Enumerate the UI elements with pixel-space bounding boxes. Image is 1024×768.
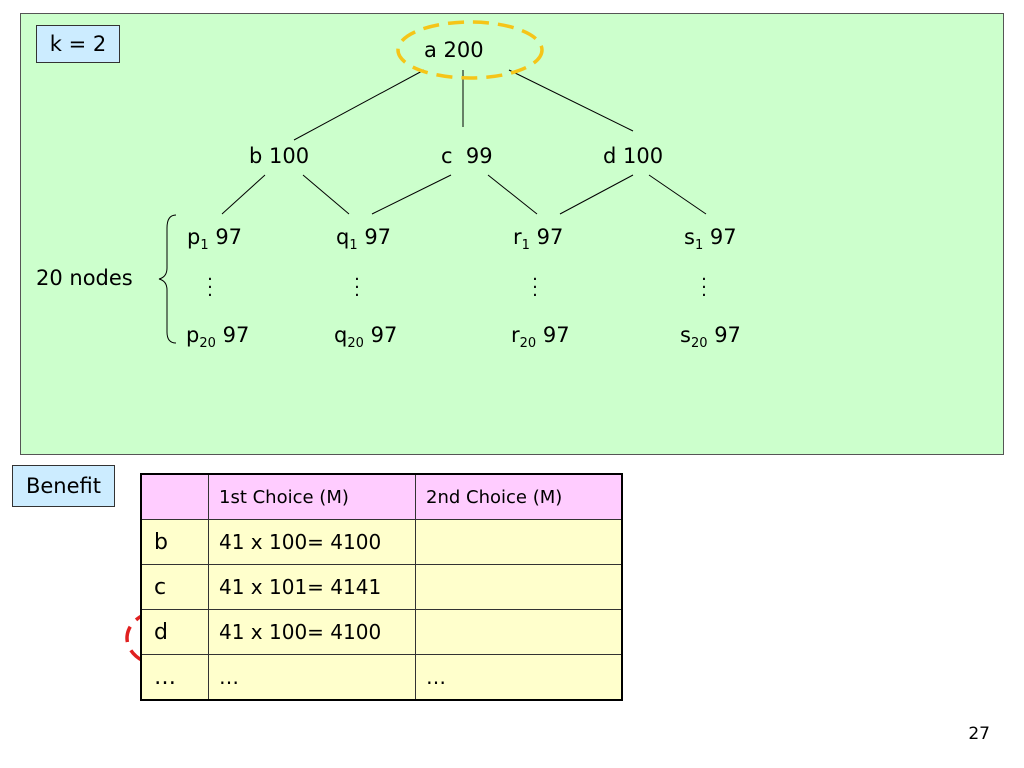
vertical-ellipsis-icon: ···: [532, 269, 538, 306]
table-row: b 41 x 100= 4100: [140, 519, 623, 565]
leaf-q-letter: q: [336, 225, 350, 249]
table-row: d 41 x 100= 4100: [140, 609, 623, 655]
table-cell-second-choice: [415, 609, 623, 655]
leaf-s-letter: s: [680, 323, 691, 347]
leaf-s-sub: 1: [694, 238, 704, 254]
table-cell-first-choice: 41 x 101= 4141: [208, 564, 416, 610]
root-node-label: a 200: [424, 38, 484, 62]
vertical-ellipsis-icon: ···: [354, 269, 360, 306]
node-d: d 100: [603, 144, 663, 168]
leaf-r-letter: r: [511, 323, 520, 347]
edge-a-d: [508, 69, 634, 132]
edge-c-q1: [371, 174, 452, 215]
node-c-name: c: [441, 144, 453, 168]
table-cell-second-choice: [415, 519, 623, 565]
leaf-p-sub: 1: [200, 238, 209, 254]
table-header-cell: [140, 473, 209, 520]
table-cell-node: d: [140, 609, 209, 655]
table-cell-second-choice: [415, 564, 623, 610]
benefit-table: 1st Choice (M) 2nd Choice (M) b 41 x 100…: [140, 473, 623, 701]
leaf-p1: p1 97: [187, 225, 242, 258]
leaf-r1-value: 97: [536, 225, 564, 249]
table-header-cell: 1st Choice (M): [208, 473, 416, 520]
leaf-r20: r20 97: [511, 323, 570, 356]
table-header-row: 1st Choice (M) 2nd Choice (M): [140, 473, 623, 520]
leaf-p20: p20 97: [186, 323, 249, 356]
root-highlight-ellipse: [396, 20, 544, 80]
leaf-q20: q20 97: [334, 323, 397, 356]
leaf-p-letter: p: [186, 323, 200, 347]
leaf-p20-value: 97: [222, 323, 250, 347]
table-cell-second-choice: …: [415, 654, 623, 701]
leaf-p-letter: p: [187, 225, 201, 249]
leaf-r-sub: 20: [519, 336, 537, 352]
table-cell-node: c: [140, 564, 209, 610]
brace-icon: [158, 214, 177, 344]
node-c: c 99: [441, 144, 493, 168]
edge-d-s1: [648, 174, 707, 215]
group-label: 20 nodes: [36, 266, 133, 290]
table-cell-first-choice: …: [208, 654, 416, 701]
leaf-s-letter: s: [684, 225, 695, 249]
node-d-name: d: [603, 144, 617, 168]
table-row: c 41 x 101= 4141: [140, 564, 623, 610]
diagram-panel: [20, 13, 1004, 455]
leaf-q1: q1 97: [336, 225, 391, 258]
table-row: … … …: [140, 654, 623, 701]
edge-c-r1: [487, 174, 538, 215]
leaf-q1-value: 97: [364, 225, 392, 249]
node-b-name: b: [249, 144, 263, 168]
leaf-p1-value: 97: [215, 225, 243, 249]
leaf-r-sub: 1: [521, 238, 530, 254]
leaf-r20-value: 97: [542, 323, 570, 347]
leaf-q20-value: 97: [370, 323, 398, 347]
table-cell-node: …: [140, 654, 209, 701]
edge-b-q1: [302, 174, 350, 215]
edge-d-r1: [559, 174, 634, 215]
benefit-label: Benefit: [12, 465, 115, 507]
edge-a-b: [293, 69, 425, 141]
leaf-r-letter: r: [513, 225, 522, 249]
vertical-ellipsis-icon: ···: [701, 269, 707, 306]
leaf-s20-value: 97: [714, 323, 741, 347]
node-b: b 100: [249, 144, 309, 168]
edge-b-p1: [221, 174, 266, 215]
leaf-s-sub: 20: [690, 336, 708, 352]
table-header-cell: 2nd Choice (M): [415, 473, 623, 520]
leaf-s1: s1 97: [684, 225, 737, 258]
leaf-q-letter: q: [334, 323, 348, 347]
vertical-ellipsis-icon: ···: [207, 269, 213, 306]
k-label: k = 2: [36, 25, 120, 63]
leaf-s20: s20 97: [680, 323, 741, 356]
node-c-value: 99: [459, 144, 493, 168]
page-number: 27: [968, 724, 990, 744]
table-cell-first-choice: 41 x 100= 4100: [208, 519, 416, 565]
table-cell-node: b: [140, 519, 209, 565]
node-b-value: 100: [269, 144, 310, 168]
leaf-r1: r1 97: [513, 225, 563, 258]
table-cell-first-choice: 41 x 100= 4100: [208, 609, 416, 655]
node-d-value: 100: [623, 144, 664, 168]
leaf-p-sub: 20: [199, 336, 216, 352]
leaf-q-sub: 20: [347, 336, 364, 352]
leaf-q-sub: 1: [349, 238, 358, 254]
leaf-s1-value: 97: [709, 225, 737, 249]
